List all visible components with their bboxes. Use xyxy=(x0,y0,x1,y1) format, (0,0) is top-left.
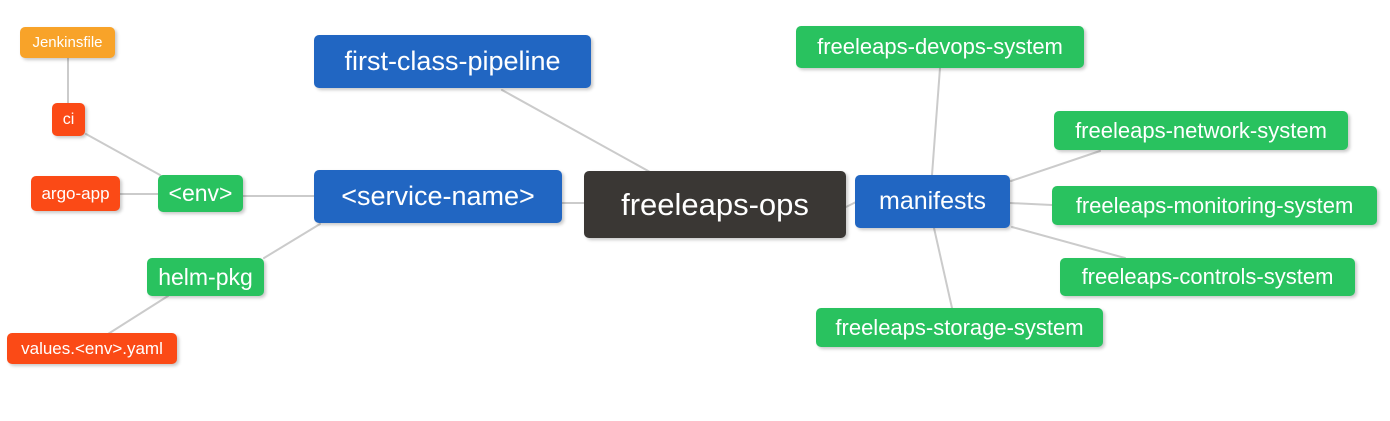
node-freeleaps-controls-system[interactable]: freeleaps-controls-system xyxy=(1060,258,1355,296)
edge-manifests-controls xyxy=(1011,226,1126,259)
node-service-name[interactable]: <service-name> xyxy=(314,170,562,223)
node-freeleaps-network-system[interactable]: freeleaps-network-system xyxy=(1054,111,1348,150)
edge-ci-env xyxy=(85,133,161,176)
node-argo-app[interactable]: argo-app xyxy=(31,176,120,211)
edge-helm-pkg-values-yaml xyxy=(107,295,169,335)
node-freeleaps-devops-system[interactable]: freeleaps-devops-system xyxy=(796,26,1084,68)
node-ci[interactable]: ci xyxy=(52,103,85,136)
node-freeleaps-monitoring-system[interactable]: freeleaps-monitoring-system xyxy=(1052,186,1377,225)
node-first-class-pipeline[interactable]: first-class-pipeline xyxy=(314,35,591,88)
edge-manifests-network xyxy=(1010,150,1101,182)
edge-freeleaps-ops-manifests xyxy=(845,201,857,208)
edge-manifests-storage xyxy=(933,227,953,309)
node-freeleaps-ops[interactable]: freeleaps-ops xyxy=(584,171,846,238)
node-manifests[interactable]: manifests xyxy=(855,175,1010,228)
node-freeleaps-storage-system[interactable]: freeleaps-storage-system xyxy=(816,308,1103,347)
edge-pipeline-freeleaps-ops xyxy=(501,89,651,173)
node-jenkinsfile[interactable]: Jenkinsfile xyxy=(20,27,115,58)
node-helm-pkg[interactable]: helm-pkg xyxy=(147,258,264,296)
node-env[interactable]: <env> xyxy=(158,175,243,212)
edge-service-name-helm-pkg xyxy=(263,223,321,259)
edge-manifests-monitoring xyxy=(1009,202,1053,206)
edge-manifests-devops xyxy=(931,67,941,176)
node-values-env-yaml[interactable]: values.<env>.yaml xyxy=(7,333,177,364)
